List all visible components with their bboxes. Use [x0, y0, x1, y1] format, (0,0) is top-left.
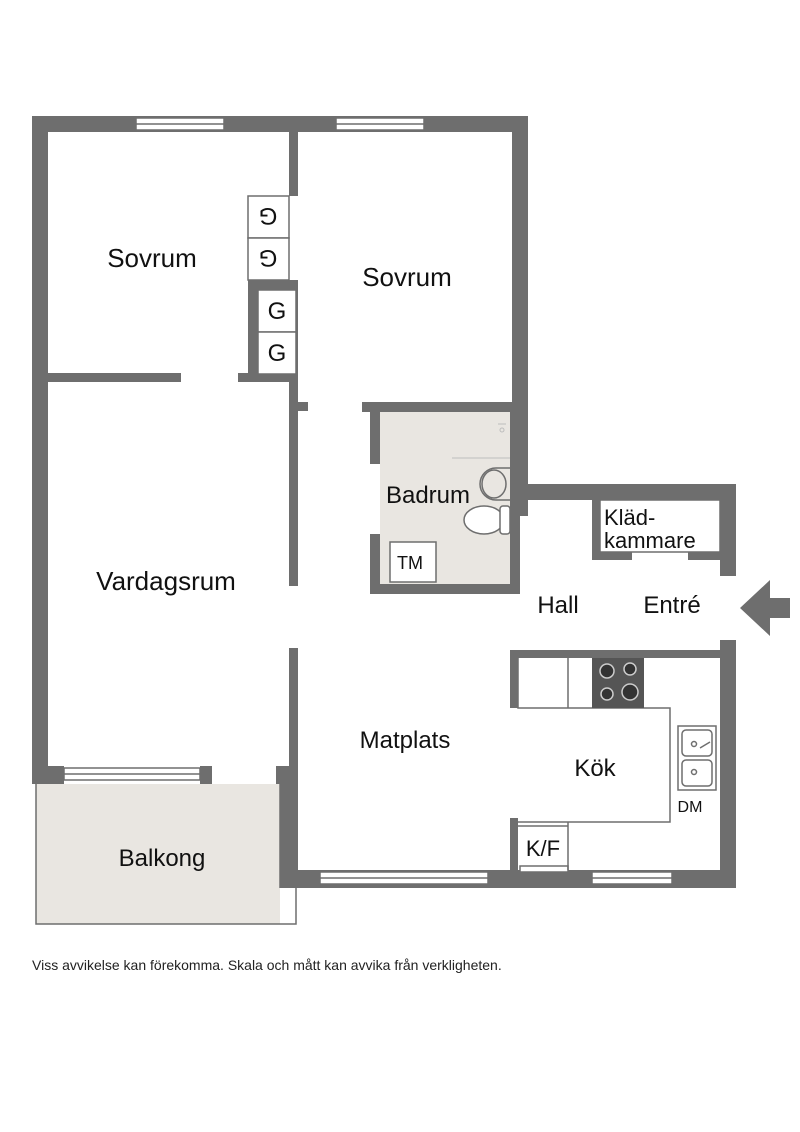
windows: [63, 117, 673, 885]
wardrobes: G G G G: [247, 195, 297, 375]
wardrobe-label: G: [259, 202, 278, 229]
room-label-bathroom: Badrum: [386, 482, 470, 509]
fridge-freezer-label: K/F: [526, 836, 560, 861]
room-label-dining: Matplats: [360, 727, 451, 754]
bathroom-fixtures: TM: [389, 423, 511, 583]
room-label-living-room: Vardagsrum: [96, 566, 236, 596]
room-label-balcony: Balkong: [119, 845, 206, 872]
wardrobe-label: G: [268, 340, 287, 367]
washing-machine-label: TM: [397, 553, 423, 573]
sink-icon: [479, 467, 510, 501]
closet-shelf: [599, 499, 721, 553]
room-label-bedroom-2: Sovrum: [362, 262, 452, 292]
wardrobe-label: G: [259, 244, 278, 271]
disclaimer-text: Viss avvikelse kan förekomma. Skala och …: [32, 957, 502, 973]
room-label-closet-line-2: kammare: [604, 528, 696, 553]
kitchen-fixtures: K/F DM: [517, 658, 717, 870]
washing-machine: [389, 541, 437, 583]
room-label-hall: Hall: [537, 592, 578, 619]
balcony: [35, 784, 297, 925]
wardrobe-label: G: [268, 298, 287, 325]
dishwasher-label: DM: [678, 799, 703, 816]
toilet-icon: [463, 505, 505, 535]
room-label-bedroom-1: Sovrum: [107, 243, 197, 273]
stove-icon: [592, 658, 644, 708]
room-label-entrance: Entré: [643, 592, 700, 619]
room-label-closet-line-1: Kläd-: [604, 505, 655, 530]
interior-walls: [48, 132, 726, 870]
room-label-kitchen: Kök: [574, 755, 616, 782]
entrance-arrow-icon: [740, 580, 790, 636]
